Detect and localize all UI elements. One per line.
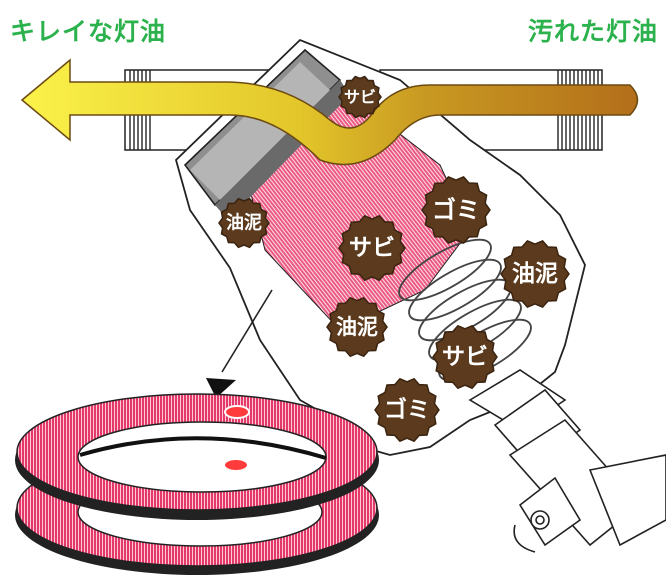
particle-label: ゴミ <box>384 396 430 423</box>
particle-label: 油泥 <box>512 261 558 287</box>
particle-label: サビ <box>349 235 395 261</box>
particle-rust: サビ <box>338 214 406 282</box>
particle-shape <box>421 175 491 245</box>
particle-rust: サビ <box>432 324 498 390</box>
particle-label: サビ <box>442 344 488 370</box>
particle-shape <box>326 296 388 358</box>
dirty-kerosene-label: 汚れた灯油 <box>527 17 658 46</box>
particle-label: ゴミ <box>432 196 480 224</box>
detail-pointer <box>206 289 273 398</box>
ring-contact-mark-upper <box>224 405 250 419</box>
particle-shape <box>432 324 498 390</box>
clean-kerosene-label: キレイな灯油 <box>10 17 167 46</box>
particle-label: 油泥 <box>336 315 378 339</box>
ring-contact-mark-lower <box>223 458 249 472</box>
particle-shape <box>338 214 406 282</box>
particle-label: 油泥 <box>226 212 262 234</box>
particle-shape <box>218 197 270 249</box>
particle-dust: ゴミ <box>374 377 440 443</box>
particle-shape <box>374 377 440 443</box>
particle-dust: ゴミ <box>421 175 491 245</box>
filter-ring-upper <box>15 393 379 520</box>
contaminant-particles: サビ油泥ゴミサビ油泥油泥サビゴミ <box>218 75 570 443</box>
particle-oil-sludge: 油泥 <box>326 296 388 358</box>
particle-shape <box>500 239 570 309</box>
kerosene-flow-arrow <box>20 58 639 166</box>
particle-oil-sludge: 油泥 <box>218 197 270 249</box>
particle-shape <box>338 75 382 119</box>
particle-label: サビ <box>344 88 376 107</box>
drain-coupling <box>468 369 666 553</box>
particle-oil-sludge: 油泥 <box>500 239 570 309</box>
particle-rust: サビ <box>338 75 382 119</box>
